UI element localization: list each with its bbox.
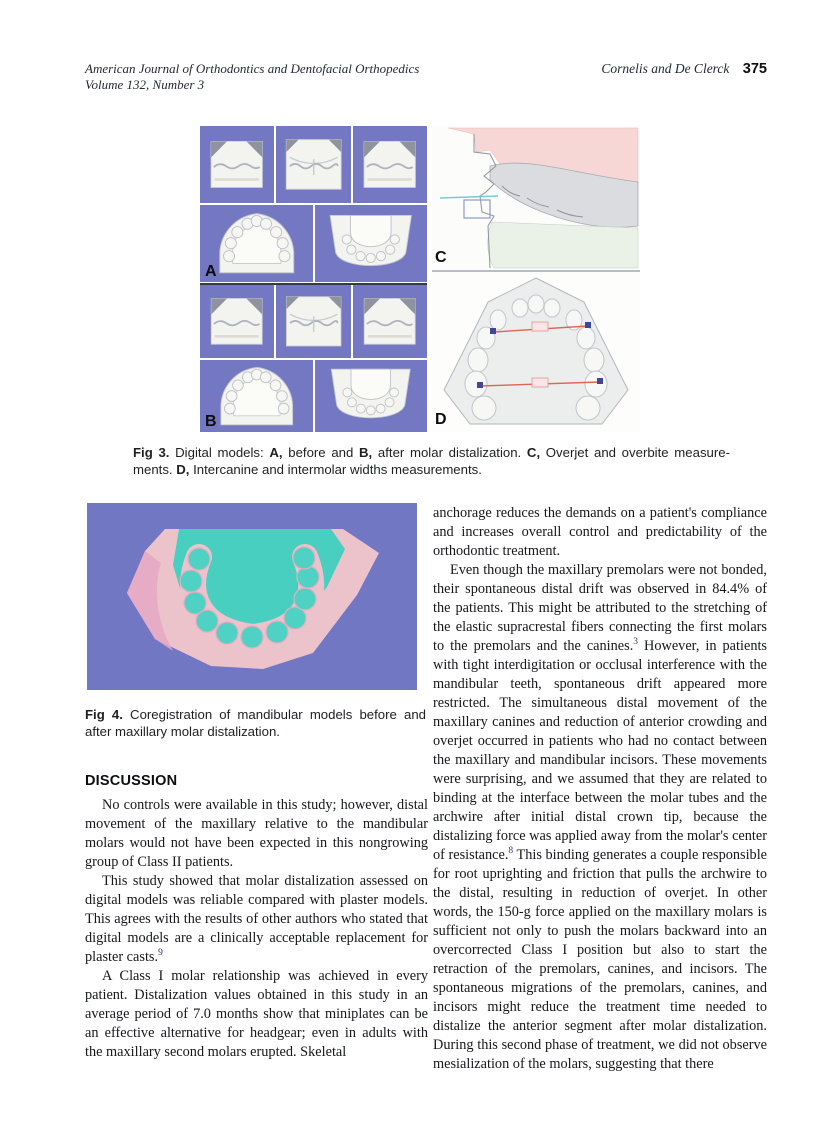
overjet-overbite-image	[432, 126, 640, 270]
cast-left-lateral-image	[200, 285, 275, 358]
measurement-value-box	[531, 321, 549, 332]
bold-text: B,	[359, 445, 373, 460]
paragraph: Even though the maxillary premolars were…	[433, 562, 768, 1072]
maxillary-occlusal-image	[200, 205, 313, 282]
bold-text: D,	[176, 462, 190, 477]
coregistration-model-image	[87, 503, 417, 690]
figure-3-panel-d: D	[432, 272, 640, 432]
figure-3-measurement-panels: C	[432, 126, 640, 432]
measurement-point	[477, 382, 483, 388]
mandibular-occlusal-image	[314, 359, 427, 432]
reference-superscript: 3	[633, 637, 639, 648]
paragraph: A Class I molar relationship was achieve…	[85, 968, 428, 1060]
mandibular-base-green	[487, 221, 639, 269]
reference-superscript: 8	[508, 846, 514, 857]
panel-label-b: B	[205, 413, 217, 430]
cast-frontal-image	[276, 126, 351, 203]
bold-text: C,	[526, 445, 541, 460]
cast-frontal-image	[276, 285, 351, 358]
panel-label-d: D	[435, 411, 447, 428]
overbite-measurement-box	[463, 199, 491, 219]
journal-volume: Volume 132, Number 3	[85, 76, 205, 92]
maxillary-arch-model	[443, 277, 629, 425]
maxillary-occlusal-image	[200, 359, 313, 432]
running-head-right: Cornelis and De Clerck 375	[601, 61, 767, 77]
bold-text: Fig 4.	[85, 707, 123, 722]
panel-label-a: A	[205, 263, 217, 280]
paragraph: This study showed that molar distalizati…	[85, 873, 428, 965]
cast-left-lateral-image	[200, 126, 275, 203]
bold-text: Fig 3.	[133, 445, 170, 460]
figure-4	[87, 503, 417, 690]
page-number: 375	[742, 61, 767, 77]
bold-text: A,	[269, 445, 283, 460]
page-header: American Journal of Orthodontics and Den…	[85, 61, 767, 92]
figure-4-caption: Fig 4. Coregistration of mandibular mode…	[85, 707, 426, 739]
figure-3: A B	[200, 126, 640, 432]
figure-3-panel-c: C	[432, 126, 640, 272]
figure-3-caption: Fig 3. Digital models: A, before and B, …	[133, 445, 731, 477]
section-heading-discussion: DISCUSSION	[85, 773, 178, 789]
panel-label-c: C	[435, 249, 447, 266]
panel-a-occlusal-views	[200, 205, 427, 282]
panel-b-lateral-views	[200, 285, 427, 358]
running-authors: Cornelis and De Clerck	[601, 61, 730, 76]
figure-3-model-grid: A B	[200, 126, 427, 432]
reference-superscript: 9	[158, 948, 163, 959]
measurement-point	[490, 328, 496, 334]
cast-right-lateral-image	[352, 285, 427, 358]
cast-right-lateral-image	[352, 126, 427, 203]
overjet-measurement-line	[439, 195, 499, 199]
running-head-left: American Journal of Orthodontics and Den…	[85, 61, 419, 92]
tooth-row	[179, 546, 320, 649]
figure-3-panel-a: A	[200, 126, 427, 282]
right-text-column: anchorage reduces the demands on a patie…	[433, 504, 767, 1074]
measurement-point	[585, 322, 591, 328]
left-text-column: No controls were available in this study…	[85, 796, 428, 1062]
panel-b-occlusal-views	[200, 359, 427, 432]
intercanine-intermolar-image	[432, 272, 640, 432]
measurement-point	[597, 378, 603, 384]
panel-a-lateral-views	[200, 126, 427, 203]
paragraph: anchorage reduces the demands on a patie…	[433, 505, 767, 559]
measurement-value-box	[531, 377, 549, 388]
mandibular-occlusal-image	[314, 205, 427, 282]
figure-3-panel-b: B	[200, 283, 427, 432]
journal-title: American Journal of Orthodontics and Den…	[85, 61, 420, 76]
paragraph: No controls were available in this study…	[85, 797, 428, 870]
